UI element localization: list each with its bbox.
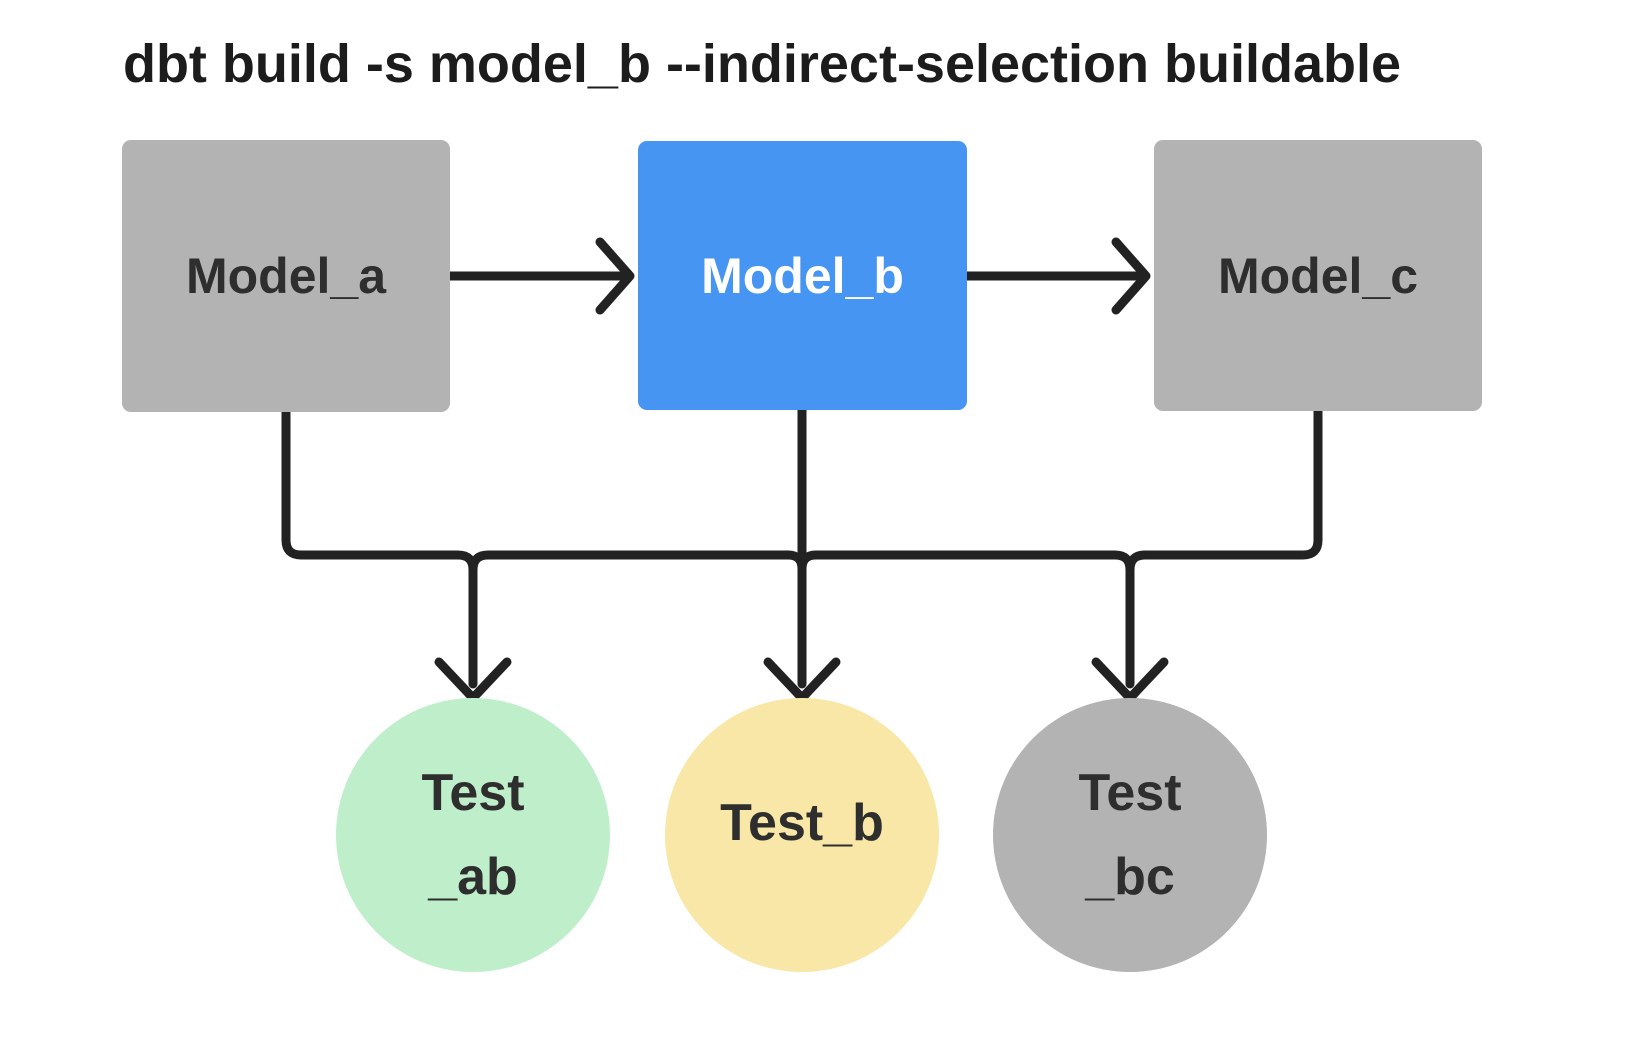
node-model-b-selected: Model_b [638,141,967,410]
node-test-ab-label: Test _ab [421,751,524,919]
node-test-ab: Test _ab [336,698,610,972]
bus-segment-left [468,550,807,575]
node-test-bc-label: Test _bc [1078,751,1181,919]
node-test-ab-label-line2: _ab [428,848,518,906]
node-test-ab-label-line1: Test [421,764,525,822]
bus-segment-right [797,550,1135,575]
edge-model-a-to-test-ab [281,402,478,689]
node-test-b-label-line1: Test_b [720,794,884,852]
node-model-a-label: Model_a [185,248,387,304]
arrow-model-a-to-model-b-head [595,237,635,315]
node-test-bc: Test _bc [993,698,1267,972]
node-test-b: Test_b [665,698,939,972]
node-test-bc-label-line2: _bc [1085,848,1175,906]
edge-model-c-to-test-bc [1125,401,1323,689]
node-test-bc-label-line1: Test [1078,764,1182,822]
diagram-title: dbt build -s model_b --indirect-selectio… [122,34,1402,94]
node-test-b-label: Test_b [720,781,884,865]
node-model-b-label: Model_b [701,247,904,304]
node-model-c-label: Model_c [1217,247,1419,304]
node-model-c: Model_c [1154,140,1482,411]
arrow-model-b-to-model-c-head [1111,237,1151,315]
node-model-a: Model_a [122,140,450,412]
